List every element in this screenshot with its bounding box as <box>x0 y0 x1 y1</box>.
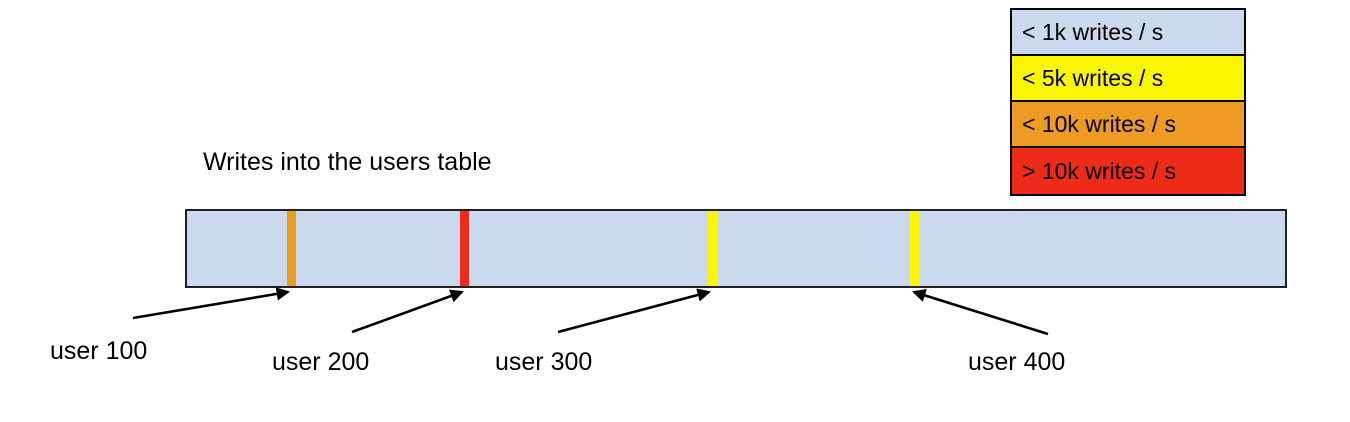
legend-row-lt-5k: < 5k writes / s <box>1012 56 1244 102</box>
user-100-stripe <box>287 211 296 286</box>
arrow-user-400 <box>912 288 1049 336</box>
user-400-stripe <box>910 211 919 286</box>
callout-label-user-200: user 200 <box>272 348 370 376</box>
legend-label-gt-10k: > 10k writes / s <box>1022 157 1177 184</box>
legend-label-lt-5k: < 5k writes / s <box>1022 64 1164 91</box>
arrow-user-200 <box>351 289 464 334</box>
legend-row-lt-10k: < 10k writes / s <box>1012 102 1244 148</box>
legend-label-lt-10k: < 10k writes / s <box>1022 110 1177 137</box>
legend-row-gt-10k: > 10k writes / s <box>1012 148 1244 194</box>
callout-label-user-400: user 400 <box>968 348 1066 376</box>
callout-label-user-100: user 100 <box>50 337 148 365</box>
user-300-stripe <box>708 211 717 286</box>
callout-label-user-300: user 300 <box>495 348 593 376</box>
legend-label-lt-1k: < 1k writes / s <box>1022 18 1164 45</box>
arrow-user-100 <box>132 287 291 320</box>
arrow-user-300 <box>557 288 712 334</box>
users-table-bar <box>185 209 1287 288</box>
user-200-stripe <box>460 211 469 286</box>
chart-title: Writes into the users table <box>203 148 492 176</box>
legend-row-lt-1k: < 1k writes / s <box>1012 10 1244 56</box>
write-rate-legend: < 1k writes / s < 5k writes / s < 10k wr… <box>1010 8 1246 196</box>
